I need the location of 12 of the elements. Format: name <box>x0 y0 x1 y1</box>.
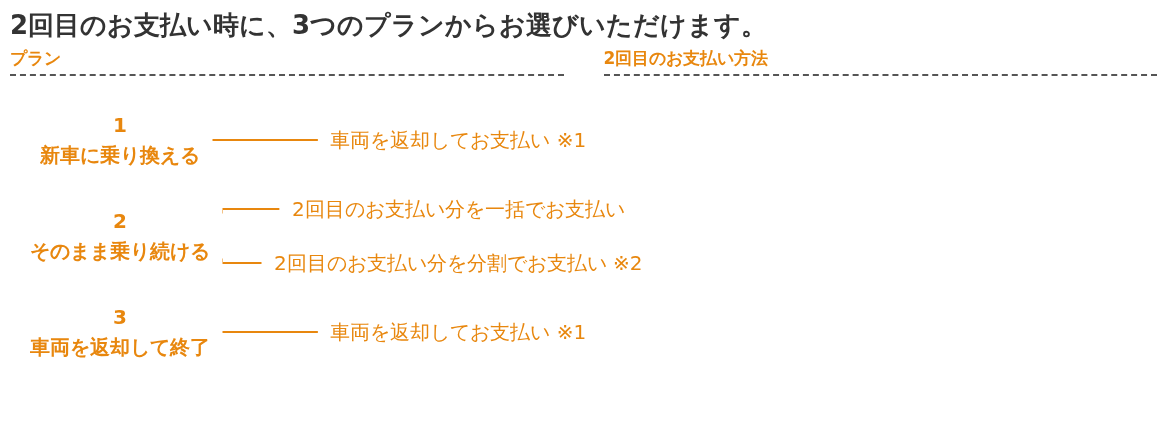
node-text: 1 新車に乗り換える <box>40 113 200 167</box>
node-text: 車両を返却してお支払い ※1 <box>330 320 587 344</box>
column-header: プラン <box>10 47 564 76</box>
title: 2回目のお支払い時に、3つのプランからお選びいただけます。 <box>10 9 769 42</box>
node-text: 3 車両を返却して終了 <box>30 305 210 359</box>
node-text: 2 そのまま乗り続ける <box>30 209 210 263</box>
node-text: 2回目のお支払い分を分割でお支払い ※2 <box>274 251 643 275</box>
connector <box>211 139 320 141</box>
node-text: 2回目のお支払い分を一括でお支払い <box>291 197 625 221</box>
connector <box>221 331 320 333</box>
column-header: 2回目のお支払い方法 <box>603 47 1157 76</box>
node-text: 車両を返却してお支払い ※1 <box>330 128 587 152</box>
